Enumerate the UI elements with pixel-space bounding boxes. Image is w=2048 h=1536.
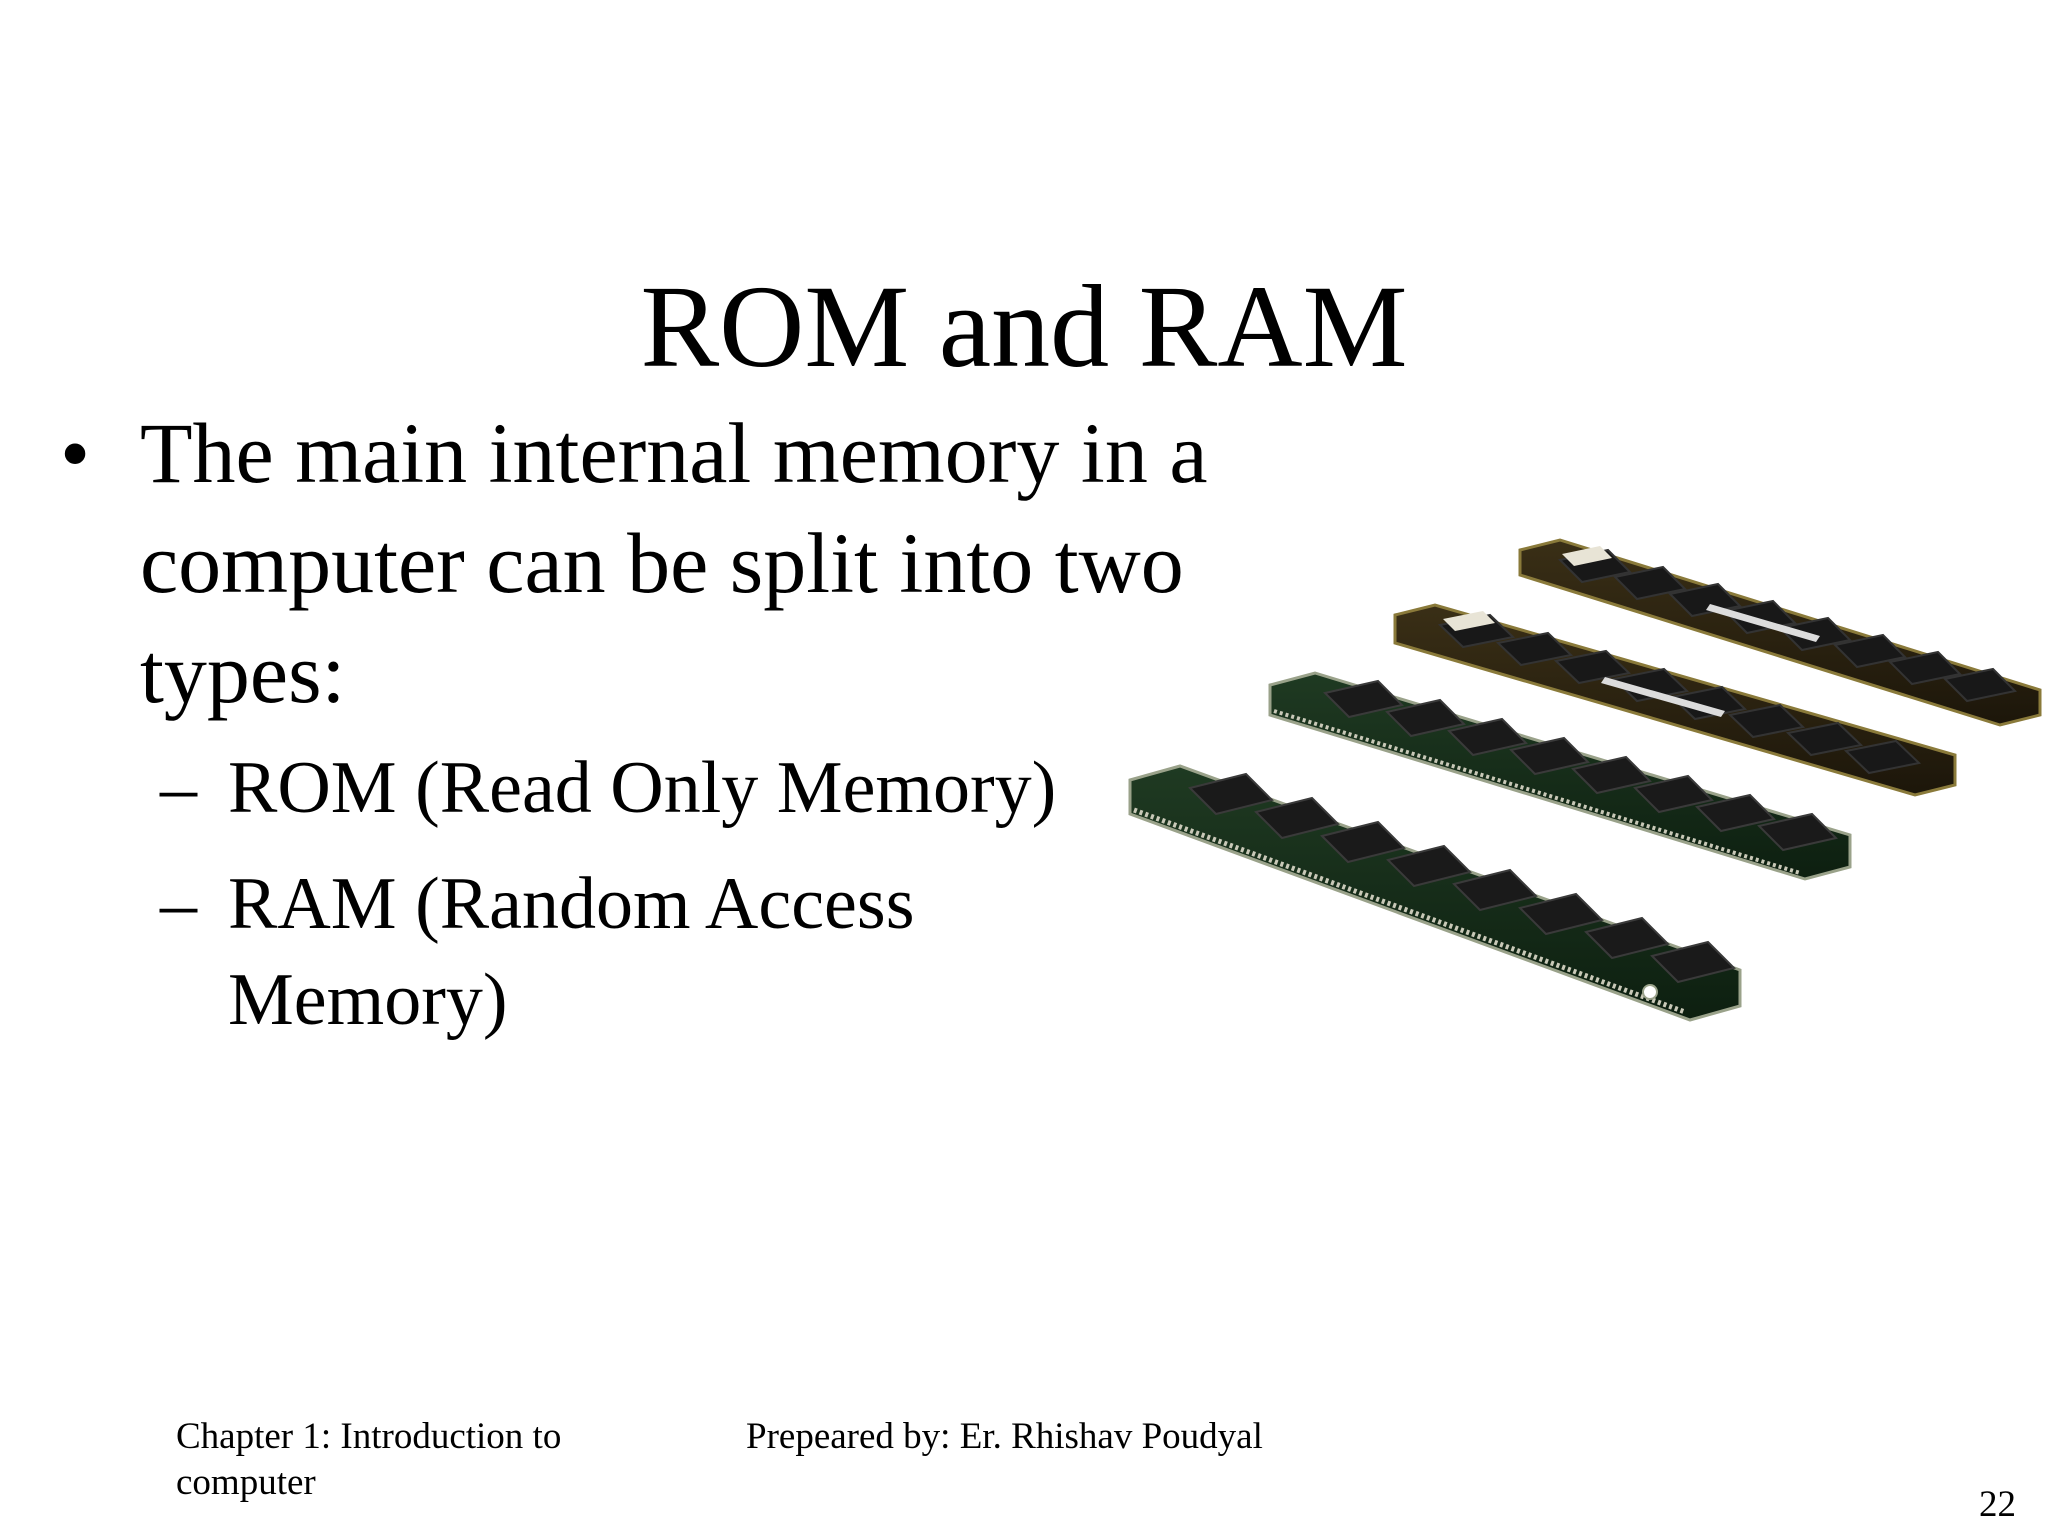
sub-bullet-text: RAM (Random Access Memory) — [228, 863, 915, 1041]
slide-number: 22 — [1979, 1484, 2016, 1525]
ram-module-front — [1128, 764, 1742, 1022]
footer-chapter: Chapter 1: Introduction to computer — [176, 1416, 562, 1503]
ram-module-third — [1393, 603, 1957, 797]
ram-module-back — [1518, 538, 2042, 727]
dash-marker: – — [160, 747, 197, 829]
main-bullet-text: The main internal memory in a computer c… — [140, 405, 1208, 721]
footer-author: Prepeared by: Er. Rhishav Poudyal — [746, 1416, 1263, 1457]
slide-title: ROM and RAM — [640, 261, 1408, 392]
sub-bullet-text: ROM (Read Only Memory) — [228, 747, 1057, 829]
ram-module-second — [1268, 671, 1852, 881]
bullet-marker: • — [60, 405, 91, 501]
ram-modules-image — [1128, 538, 2042, 1022]
dash-marker: – — [160, 863, 197, 945]
